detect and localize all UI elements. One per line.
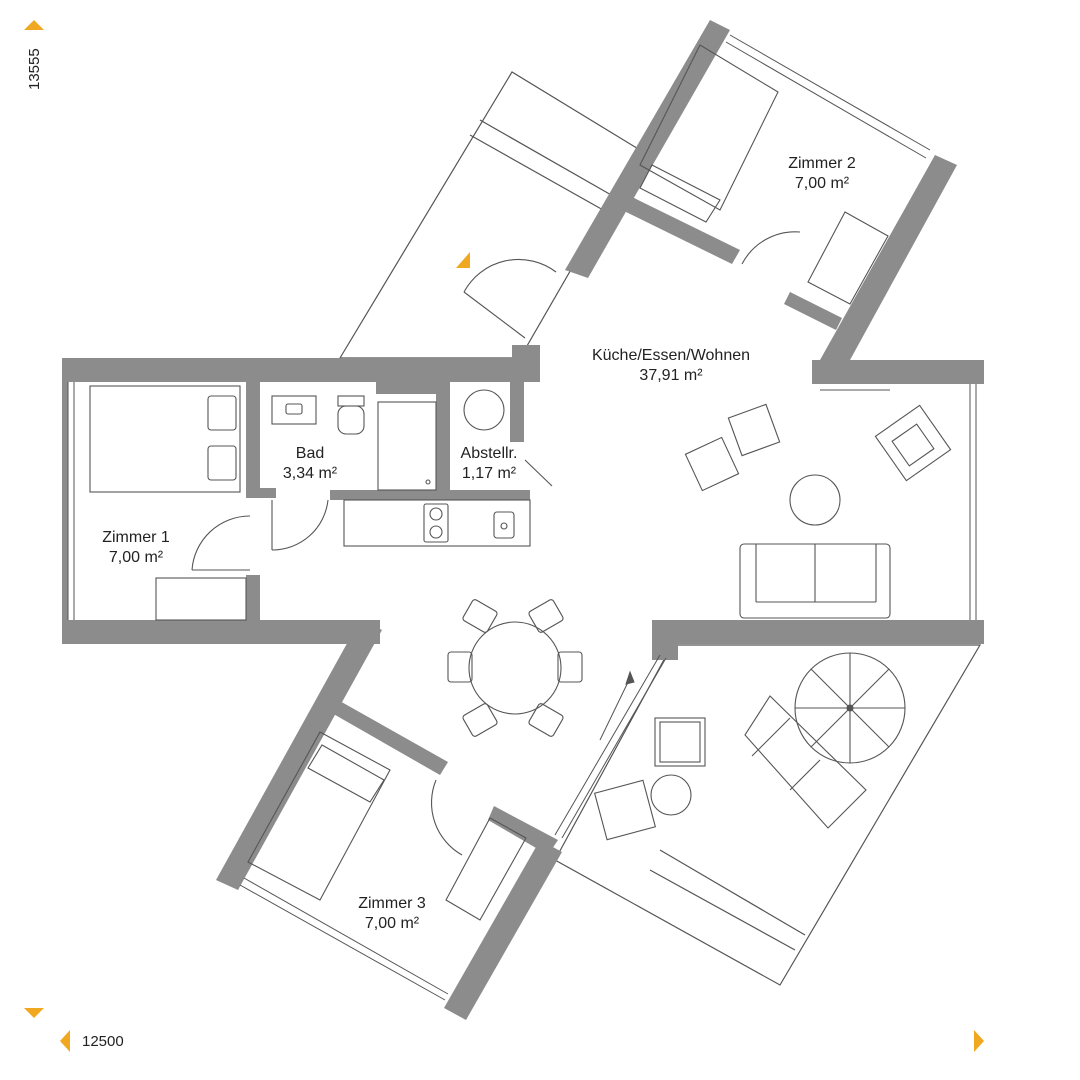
room-name: Zimmer 2 — [788, 155, 856, 172]
room-name: Küche/Essen/Wohnen — [591, 347, 751, 364]
room-label-bad: Bad 3,34 m² — [272, 444, 348, 484]
room-label-wohnen: Küche/Essen/Wohnen 37,91 m² — [576, 346, 766, 386]
kitchen-counter — [343, 499, 531, 547]
zimmer2-furniture — [639, 44, 889, 305]
room-label-zimmer3: Zimmer 3 7,00 m² — [352, 894, 432, 934]
room-label-zimmer2: Zimmer 2 7,00 m² — [784, 154, 860, 194]
room-name: Bad — [295, 445, 325, 462]
room-name: Zimmer 3 — [358, 895, 426, 912]
room-area: 1,17 m² — [461, 465, 517, 482]
room-name: Zimmer 1 — [102, 529, 170, 546]
dimension-arrow-icon — [24, 20, 44, 30]
room-name: Abstellr. — [460, 445, 518, 462]
dining-table — [447, 599, 583, 737]
room-label-zimmer1: Zimmer 1 7,00 m² — [98, 528, 174, 568]
room-area: 7,00 m² — [108, 549, 164, 566]
dimension-arrow-icon — [974, 1030, 984, 1052]
room-label-abstellraum: Abstellr. 1,17 m² — [452, 444, 526, 484]
zimmer1-furniture — [89, 385, 247, 621]
bad-fixtures — [271, 395, 437, 491]
windows — [67, 34, 977, 1001]
width-dimension-label: 12500 — [82, 1033, 124, 1050]
doors — [191, 231, 801, 856]
dimension-arrow-icon — [24, 1008, 44, 1018]
room-area: 7,00 m² — [364, 915, 420, 932]
zimmer3-furniture — [247, 731, 527, 921]
balcony-top — [338, 71, 641, 359]
terrace-furniture — [593, 652, 906, 841]
abstellraum-fixtures — [463, 389, 505, 431]
terrace-bottom-right — [554, 644, 982, 986]
dimension-arrow-icon — [60, 1030, 70, 1052]
room-area: 7,00 m² — [794, 175, 850, 192]
entrance-marker-icon — [456, 252, 470, 268]
sliding-door-arrow-icon — [599, 670, 635, 741]
living-furniture — [684, 403, 952, 619]
room-area: 3,34 m² — [282, 465, 338, 482]
room-area: 37,91 m² — [639, 367, 703, 384]
height-dimension-label: 13555 — [26, 48, 43, 90]
